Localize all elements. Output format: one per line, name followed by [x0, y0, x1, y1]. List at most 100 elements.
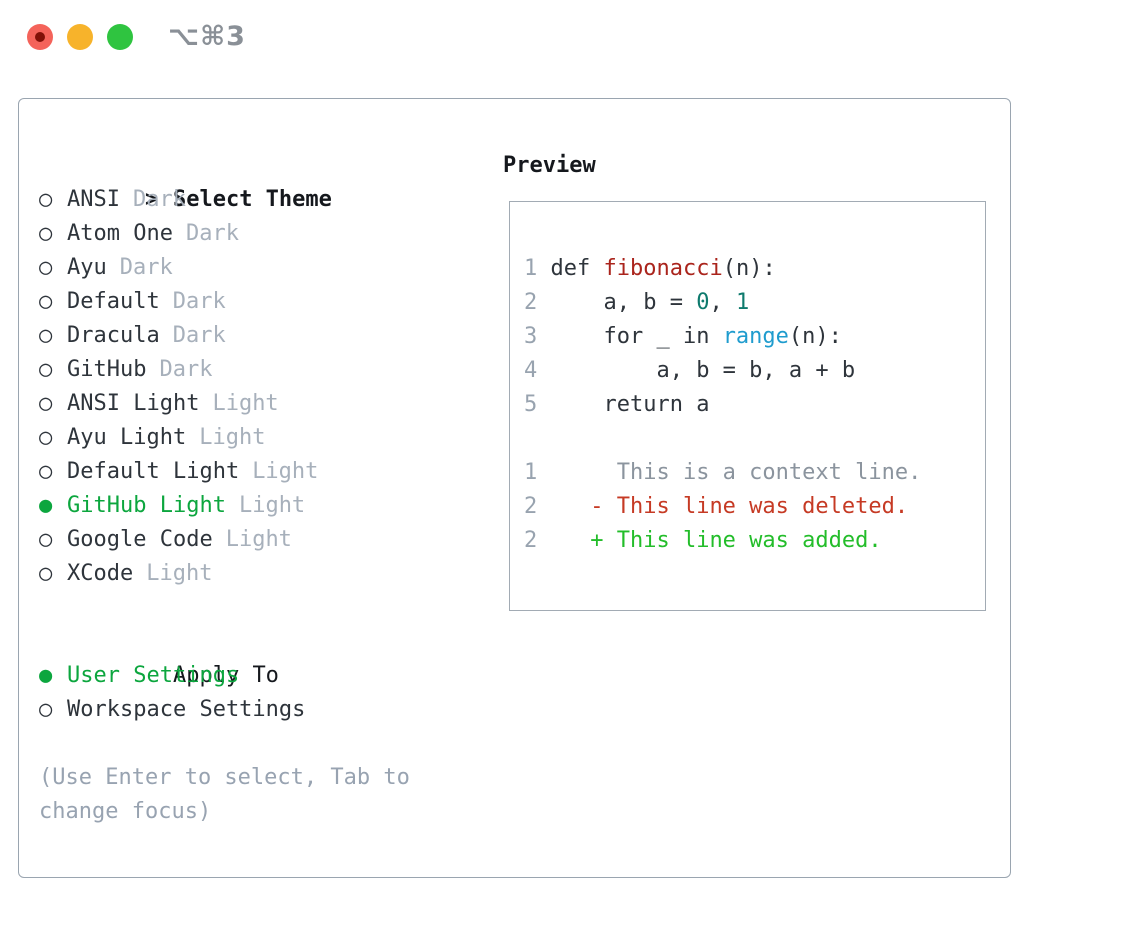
titlebar: ⌥⌘3 — [0, 0, 1140, 75]
theme-option[interactable]: ○ Default Light Light — [39, 455, 484, 489]
radio-unselected-icon: ○ — [39, 425, 53, 450]
radio-unselected-icon: ○ — [39, 289, 53, 314]
close-button[interactable] — [27, 24, 53, 50]
option-label: Google Code — [67, 527, 213, 552]
select-theme-label: Select Theme — [172, 187, 332, 212]
radio-unselected-icon: ○ — [39, 697, 53, 722]
variant-badge: Dark — [159, 357, 213, 382]
zoom-button[interactable] — [107, 24, 133, 50]
radio-selected-icon: ● — [39, 493, 53, 518]
radio-unselected-icon: ○ — [39, 221, 53, 246]
option-label: GitHub Light — [67, 493, 226, 518]
select-theme-header: >Select Theme — [39, 149, 484, 212]
apply-to-option[interactable]: ●User Settings — [39, 659, 484, 693]
code-segment-lineno: 2 — [524, 494, 538, 519]
code-segment-lineno: 5 — [524, 392, 538, 417]
code-segment-lineno: 1 — [524, 256, 538, 281]
variant-badge: Dark — [172, 289, 226, 314]
radio-unselected-icon: ○ — [39, 187, 53, 212]
theme-option[interactable]: ○ Ayu Light Light — [39, 421, 484, 455]
variant-badge: Dark — [132, 187, 186, 212]
option-label: XCode — [67, 561, 134, 586]
code-segment-plain — [537, 494, 590, 519]
code-segment-plain: return a — [537, 392, 710, 417]
code-segment-function: fibonacci — [603, 256, 723, 281]
radio-unselected-icon: ○ — [39, 357, 53, 382]
option-label: Workspace Settings — [67, 697, 306, 722]
code-segment-deleted: - This line was deleted. — [590, 494, 909, 519]
radio-unselected-icon: ○ — [39, 323, 53, 348]
code-segment-plain: (n): — [722, 256, 776, 281]
close-dot-icon — [35, 32, 45, 42]
gap — [39, 727, 484, 761]
theme-option[interactable]: ○ XCode Light — [39, 557, 484, 591]
option-label: Default Light — [67, 459, 240, 484]
preview-blank-line — [524, 422, 985, 456]
preview-title: Preview — [503, 153, 596, 178]
variant-badge: Dark — [119, 255, 173, 280]
radio-unselected-icon: ○ — [39, 527, 53, 552]
variant-badge: Light — [146, 561, 213, 586]
code-segment-number: 0 — [696, 290, 710, 315]
code-segment-added: + This line was added. — [590, 528, 882, 553]
code-segment-plain: for _ in — [537, 324, 723, 349]
theme-option[interactable]: ○ GitHub Dark — [39, 353, 484, 387]
option-label: Dracula — [67, 323, 160, 348]
option-label: Atom One — [67, 221, 173, 246]
preview-line: 1 This is a context line. — [524, 456, 985, 490]
variant-badge: Dark — [185, 221, 239, 246]
variant-badge: Light — [252, 459, 319, 484]
apply-to-label: Apply To — [172, 663, 279, 688]
option-label: Ayu — [67, 255, 107, 280]
code-segment-plain: , — [709, 290, 736, 315]
theme-option[interactable]: ○ Google Code Light — [39, 523, 484, 557]
option-label: ANSI Light — [67, 391, 200, 416]
code-segment-lineno: 1 — [524, 460, 538, 485]
code-segment-number: 1 — [735, 290, 750, 315]
minimize-button[interactable] — [67, 24, 93, 50]
code-segment-plain: a, b = b, a + b — [537, 358, 856, 383]
theme-option[interactable]: ○ ANSI Light Light — [39, 387, 484, 421]
variant-badge: Light — [225, 527, 292, 552]
preview-line: 2 + This line was added. — [524, 524, 985, 558]
code-segment-plain: a, b = — [537, 290, 697, 315]
window-title-shortcut: ⌥⌘3 — [168, 21, 246, 52]
option-label: User Settings — [67, 663, 240, 688]
preview-line: 5 return a — [524, 388, 985, 422]
code-segment-lineno: 3 — [524, 324, 538, 349]
theme-option[interactable]: ○ Default Dark — [39, 285, 484, 319]
preview-line: 3 for _ in range(n): — [524, 320, 985, 354]
apply-to-list: ●User Settings ○ Workspace Settings — [39, 659, 484, 727]
radio-unselected-icon: ○ — [39, 391, 53, 416]
radio-unselected-icon: ○ — [39, 561, 53, 586]
code-segment-plain — [537, 528, 590, 553]
theme-option[interactable]: ○ Dracula Dark — [39, 319, 484, 353]
variant-badge: Light — [212, 391, 279, 416]
preview-line: 2 a, b = 0, 1 — [524, 286, 985, 320]
radio-unselected-icon: ○ — [39, 459, 53, 484]
variant-badge: Light — [199, 425, 266, 450]
option-label: Default — [67, 289, 160, 314]
preview-line: 2 - This line was deleted. — [524, 490, 985, 524]
preview-line: 1 def fibonacci(n): — [524, 252, 985, 286]
gap — [39, 591, 484, 625]
variant-badge: Dark — [172, 323, 226, 348]
option-label: GitHub — [67, 357, 147, 382]
code-segment-lineno: 2 — [524, 290, 538, 315]
code-segment-lineno: 4 — [524, 358, 538, 383]
option-label: Ayu Light — [67, 425, 187, 450]
apply-to-option[interactable]: ○ Workspace Settings — [39, 693, 484, 727]
code-segment-builtin: range — [722, 324, 789, 349]
code-segment-lineno: 2 — [524, 528, 538, 553]
code-segment-plain: (n): — [788, 324, 842, 349]
apply-to-header: Apply To — [39, 625, 484, 688]
theme-option[interactable]: ○ Atom One Dark — [39, 217, 484, 251]
